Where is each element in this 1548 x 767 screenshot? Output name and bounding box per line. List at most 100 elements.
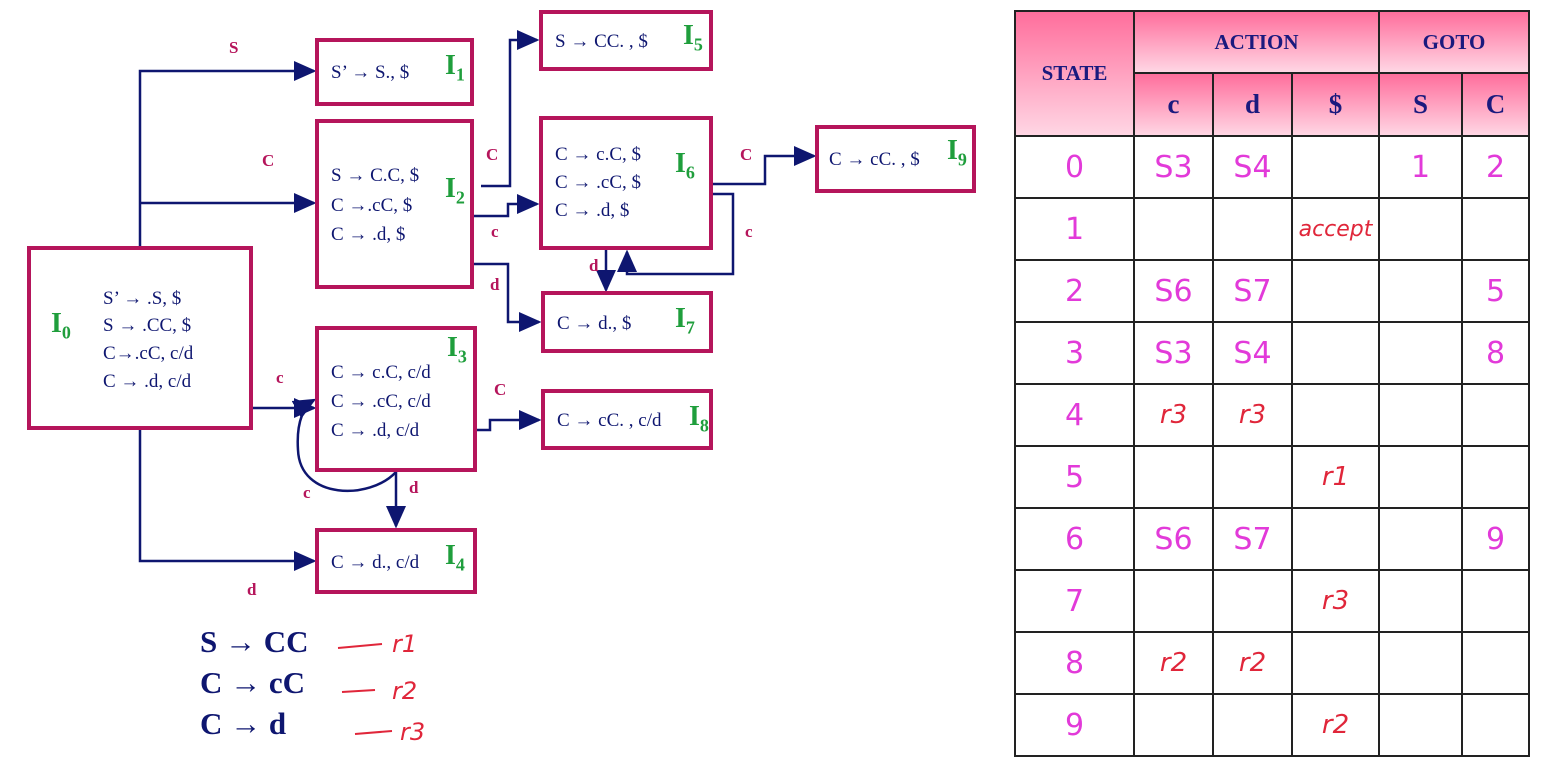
edge-label-i3-i8: C	[494, 380, 507, 399]
table-cell-d: S7	[1212, 259, 1293, 323]
edge-i0-i1	[138, 61, 317, 246]
table-cell-dollar	[1291, 135, 1380, 199]
state-number-cell: 0	[1014, 135, 1135, 199]
state-i3-item: C → c.C, c/d	[331, 362, 431, 383]
edge-i0-i4	[138, 430, 317, 571]
table-cell-d	[1212, 197, 1293, 261]
state-i9-name: I9	[947, 135, 967, 170]
table-cell-c: S3	[1133, 135, 1214, 199]
state-number-cell: 4	[1014, 383, 1135, 447]
state-number-cell: 7	[1014, 569, 1135, 633]
table-cell-s-goto	[1378, 569, 1463, 633]
production-r2-tag: r2	[392, 677, 418, 705]
table-cell-c-goto	[1461, 569, 1530, 633]
state-i1-name: I1	[445, 50, 465, 85]
table-cell-s-goto	[1378, 197, 1463, 261]
edge-label-i0-i3: c	[276, 368, 284, 387]
table-cell-c	[1133, 445, 1214, 509]
state-i6-item: C → .cC, $	[555, 172, 642, 193]
table-cell-c	[1133, 693, 1214, 757]
state-i3-item: C → .cC, c/d	[331, 391, 431, 412]
state-i8-item: C → cC. , c/d	[557, 410, 662, 431]
table-cell-s-goto	[1378, 693, 1463, 757]
table-cell-dollar: accept	[1291, 197, 1380, 261]
state-i6-item: C → .d, $	[555, 200, 630, 221]
table-cell-s-goto	[1378, 445, 1463, 509]
table-cell-c-goto: 5	[1461, 259, 1530, 323]
action-col-c: c	[1133, 72, 1214, 137]
table-cell-d: S4	[1212, 135, 1293, 199]
table-cell-dollar: r3	[1291, 569, 1380, 633]
state-i1: S’ → S., $ I1	[315, 38, 474, 106]
edge-i6-loop	[617, 192, 735, 276]
state-i2: S → C.C, $ C →.cC, $ C → .d, $ I2	[315, 119, 474, 289]
table-cell-d: r3	[1212, 383, 1293, 447]
edge-label-i0-i2: C	[262, 151, 275, 170]
state-i4-name: I4	[445, 540, 465, 575]
state-i3-name: I3	[447, 332, 467, 367]
goto-header: GOTO	[1378, 10, 1530, 74]
table-cell-d: r2	[1212, 631, 1293, 695]
edge-label-i2-i7: d	[490, 275, 500, 294]
edge-i3-i8	[477, 410, 542, 432]
table-cell-c: r3	[1133, 383, 1214, 447]
table-cell-c-goto: 8	[1461, 321, 1530, 385]
table-cell-dollar: r2	[1291, 693, 1380, 757]
state-i9: C → cC. , $ I9	[815, 125, 976, 193]
state-i0-item: S → .CC, $	[103, 315, 192, 336]
production-r2: C → cC	[200, 665, 306, 700]
action-col-d: d	[1212, 72, 1293, 137]
table-cell-c-goto	[1461, 631, 1530, 695]
table-cell-c	[1133, 569, 1214, 633]
table-cell-dollar	[1291, 507, 1380, 571]
state-i2-item: C →.cC, $	[331, 195, 413, 216]
production-r3-tag: r3	[400, 718, 426, 746]
table-cell-s-goto: 1	[1378, 135, 1463, 199]
state-number-cell: 1	[1014, 197, 1135, 261]
state-i5-name: I5	[683, 20, 703, 55]
table-cell-s-goto	[1378, 631, 1463, 695]
table-cell-d: S4	[1212, 321, 1293, 385]
production-r1-tag: r1	[392, 630, 418, 658]
state-i4-item: C → d., c/d	[331, 552, 420, 573]
state-i2-item: C → .d, $	[331, 224, 406, 245]
edge-label-i3-i4: d	[409, 478, 419, 497]
production-r3: C → d	[200, 706, 287, 741]
state-i6: C → c.C, $ C → .cC, $ C → .d, $ I6	[539, 116, 713, 250]
dash-r2	[341, 689, 376, 693]
state-number-cell: 3	[1014, 321, 1135, 385]
table-cell-s-goto	[1378, 259, 1463, 323]
table-cell-c-goto: 2	[1461, 135, 1530, 199]
state-i1-item: S’ → S., $	[331, 62, 410, 83]
state-i0-item: C→.cC, c/d	[103, 343, 194, 364]
production-r1: S → CC	[200, 624, 309, 659]
state-i0-item: S’ → .S, $	[103, 288, 182, 309]
table-cell-s-goto	[1378, 321, 1463, 385]
table-cell-dollar: r1	[1291, 445, 1380, 509]
edge-label-i6-i9: C	[740, 145, 753, 164]
table-cell-c-goto: 9	[1461, 507, 1530, 571]
dash-r1	[337, 643, 383, 649]
state-i8-name: I8	[689, 401, 709, 436]
state-number-cell: 8	[1014, 631, 1135, 695]
state-i8: C → cC. , c/d I8	[541, 389, 713, 450]
table-cell-c: S6	[1133, 259, 1214, 323]
state-i6-name: I6	[675, 148, 695, 183]
state-number-cell: 9	[1014, 693, 1135, 757]
state-i5: S → CC. , $ I5	[539, 10, 713, 71]
table-cell-c-goto	[1461, 383, 1530, 447]
table-cell-c: r2	[1133, 631, 1214, 695]
table-cell-c: S6	[1133, 507, 1214, 571]
state-i2-item: S → C.C, $	[331, 165, 420, 186]
edge-i6-i9	[713, 146, 817, 186]
edge-label-i3-loop: c	[303, 483, 311, 502]
edge-label-i2-i5: C	[486, 145, 499, 164]
edge-label-i6-loop: c	[745, 222, 753, 241]
action-header: ACTION	[1133, 10, 1380, 74]
edge-i2-i5	[481, 30, 540, 188]
